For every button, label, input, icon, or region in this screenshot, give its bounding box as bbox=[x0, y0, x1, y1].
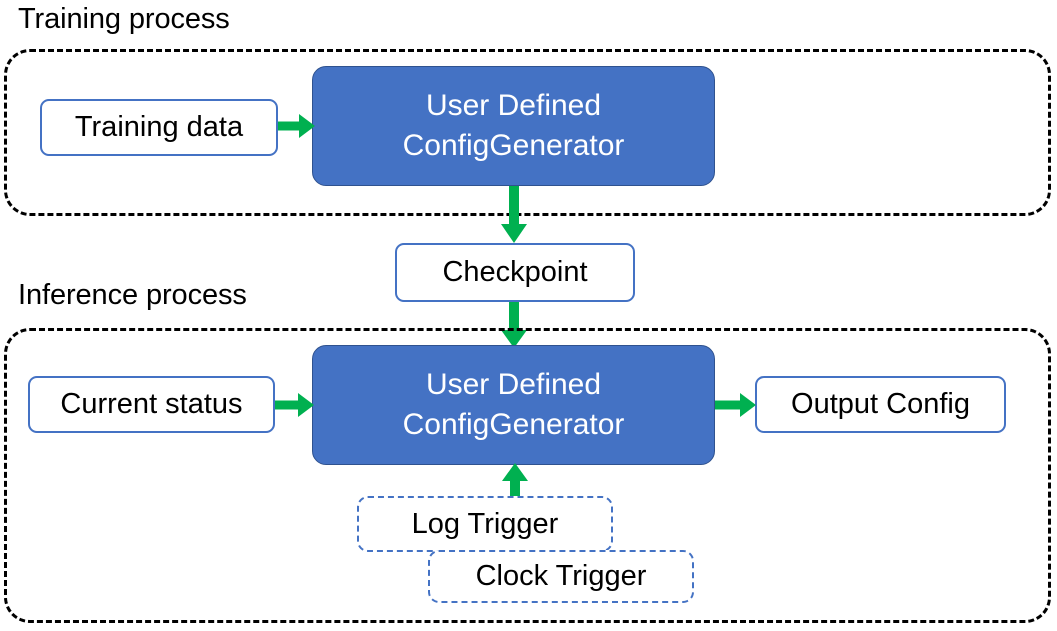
node-clock-trigger[interactable]: Clock Trigger bbox=[428, 550, 694, 603]
node-inference-config-generator[interactable]: User Defined ConfigGenerator bbox=[312, 345, 715, 465]
node-log-trigger[interactable]: Log Trigger bbox=[357, 496, 613, 552]
arrow-generator-to-output-config bbox=[715, 391, 757, 419]
arrow-current-status-to-generator bbox=[275, 391, 315, 419]
inference-process-group bbox=[4, 328, 1051, 623]
node-current-status[interactable]: Current status bbox=[28, 376, 275, 433]
arrow-generator-to-checkpoint bbox=[499, 186, 529, 244]
node-training-config-generator-line-2: ConfigGenerator bbox=[402, 129, 625, 162]
node-inference-config-generator-line-1: User Defined bbox=[425, 368, 602, 402]
node-training-data[interactable]: Training data bbox=[40, 99, 278, 156]
arrow-log-trigger-to-generator bbox=[500, 463, 530, 499]
arrow-checkpoint-to-inference-generator bbox=[499, 302, 529, 349]
node-output-config[interactable]: Output Config bbox=[755, 376, 1006, 433]
training-process-group bbox=[4, 49, 1051, 216]
node-inference-config-generator-line-2: ConfigGenerator bbox=[402, 408, 625, 441]
arrow-training-data-to-generator bbox=[278, 112, 316, 140]
inference-process-title: Inference process bbox=[18, 279, 247, 311]
node-checkpoint[interactable]: Checkpoint bbox=[395, 243, 635, 302]
training-process-title: Training process bbox=[18, 3, 230, 35]
node-training-config-generator[interactable]: User Defined ConfigGenerator bbox=[312, 66, 715, 186]
node-training-config-generator-line-1: User Defined bbox=[425, 89, 602, 123]
